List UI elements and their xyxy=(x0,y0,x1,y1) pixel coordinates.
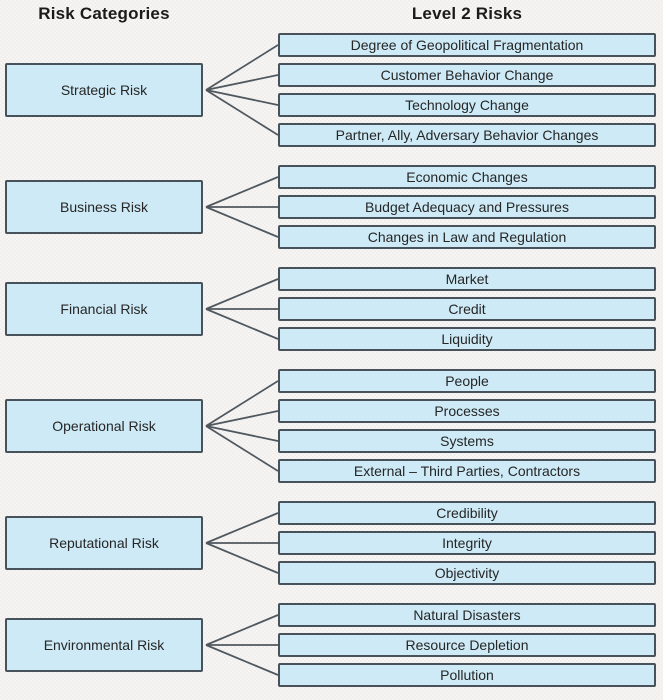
level2-risk-box: Liquidity xyxy=(278,327,656,351)
level2-risk-box: Integrity xyxy=(278,531,656,555)
column-headers: Risk Categories Level 2 Risks xyxy=(0,0,663,33)
header-spacer xyxy=(203,4,278,33)
connector-lines xyxy=(205,380,278,472)
category-box-financial-risk: Financial Risk xyxy=(5,282,203,336)
level2-risk-box: Objectivity xyxy=(278,561,656,585)
level2-risk-box: Changes in Law and Regulation xyxy=(278,225,656,249)
connector-lines xyxy=(205,278,278,340)
category-box-business-risk: Business Risk xyxy=(5,180,203,234)
risk-group: Strategic Risk Degree of Geopolitical Fr… xyxy=(0,33,663,147)
level2-risk-box: Technology Change xyxy=(278,93,656,117)
risk-group: Environmental Risk Natural Disasters Res… xyxy=(0,603,663,687)
level2-risk-box: External – Third Parties, Contractors xyxy=(278,459,656,483)
level2-risk-box: Customer Behavior Change xyxy=(278,63,656,87)
level2-risk-box: Pollution xyxy=(278,663,656,687)
level2-risk-box: Credit xyxy=(278,297,656,321)
level2-risk-box: Budget Adequacy and Pressures xyxy=(278,195,656,219)
level2-risk-box: Market xyxy=(278,267,656,291)
risk-group: Reputational Risk Credibility Integrity … xyxy=(0,501,663,585)
risk-categories-header: Risk Categories xyxy=(38,4,170,23)
level2-risk-box: Partner, Ally, Adversary Behavior Change… xyxy=(278,123,656,147)
connector-lines xyxy=(205,176,278,238)
level2-risks-header: Level 2 Risks xyxy=(411,4,523,23)
category-box-environmental-risk: Environmental Risk xyxy=(5,618,203,672)
connector-lines xyxy=(205,614,278,676)
risk-group: Operational Risk People Processes System… xyxy=(0,369,663,483)
risk-group: Financial Risk Market Credit Liquidity xyxy=(0,267,663,351)
risk-group: Business Risk Economic Changes Budget Ad… xyxy=(0,165,663,249)
level2-risk-box: Resource Depletion xyxy=(278,633,656,657)
category-box-operational-risk: Operational Risk xyxy=(5,399,203,453)
level2-risk-box: Degree of Geopolitical Fragmentation xyxy=(278,33,656,57)
level2-risk-box: Natural Disasters xyxy=(278,603,656,627)
level2-risk-box: Credibility xyxy=(278,501,656,525)
level2-risk-box: People xyxy=(278,369,656,393)
connector-lines xyxy=(205,44,278,136)
connector-lines xyxy=(205,512,278,574)
category-box-strategic-risk: Strategic Risk xyxy=(5,63,203,117)
level2-risk-box: Processes xyxy=(278,399,656,423)
level2-risk-box: Systems xyxy=(278,429,656,453)
level2-risk-box: Economic Changes xyxy=(278,165,656,189)
category-box-reputational-risk: Reputational Risk xyxy=(5,516,203,570)
